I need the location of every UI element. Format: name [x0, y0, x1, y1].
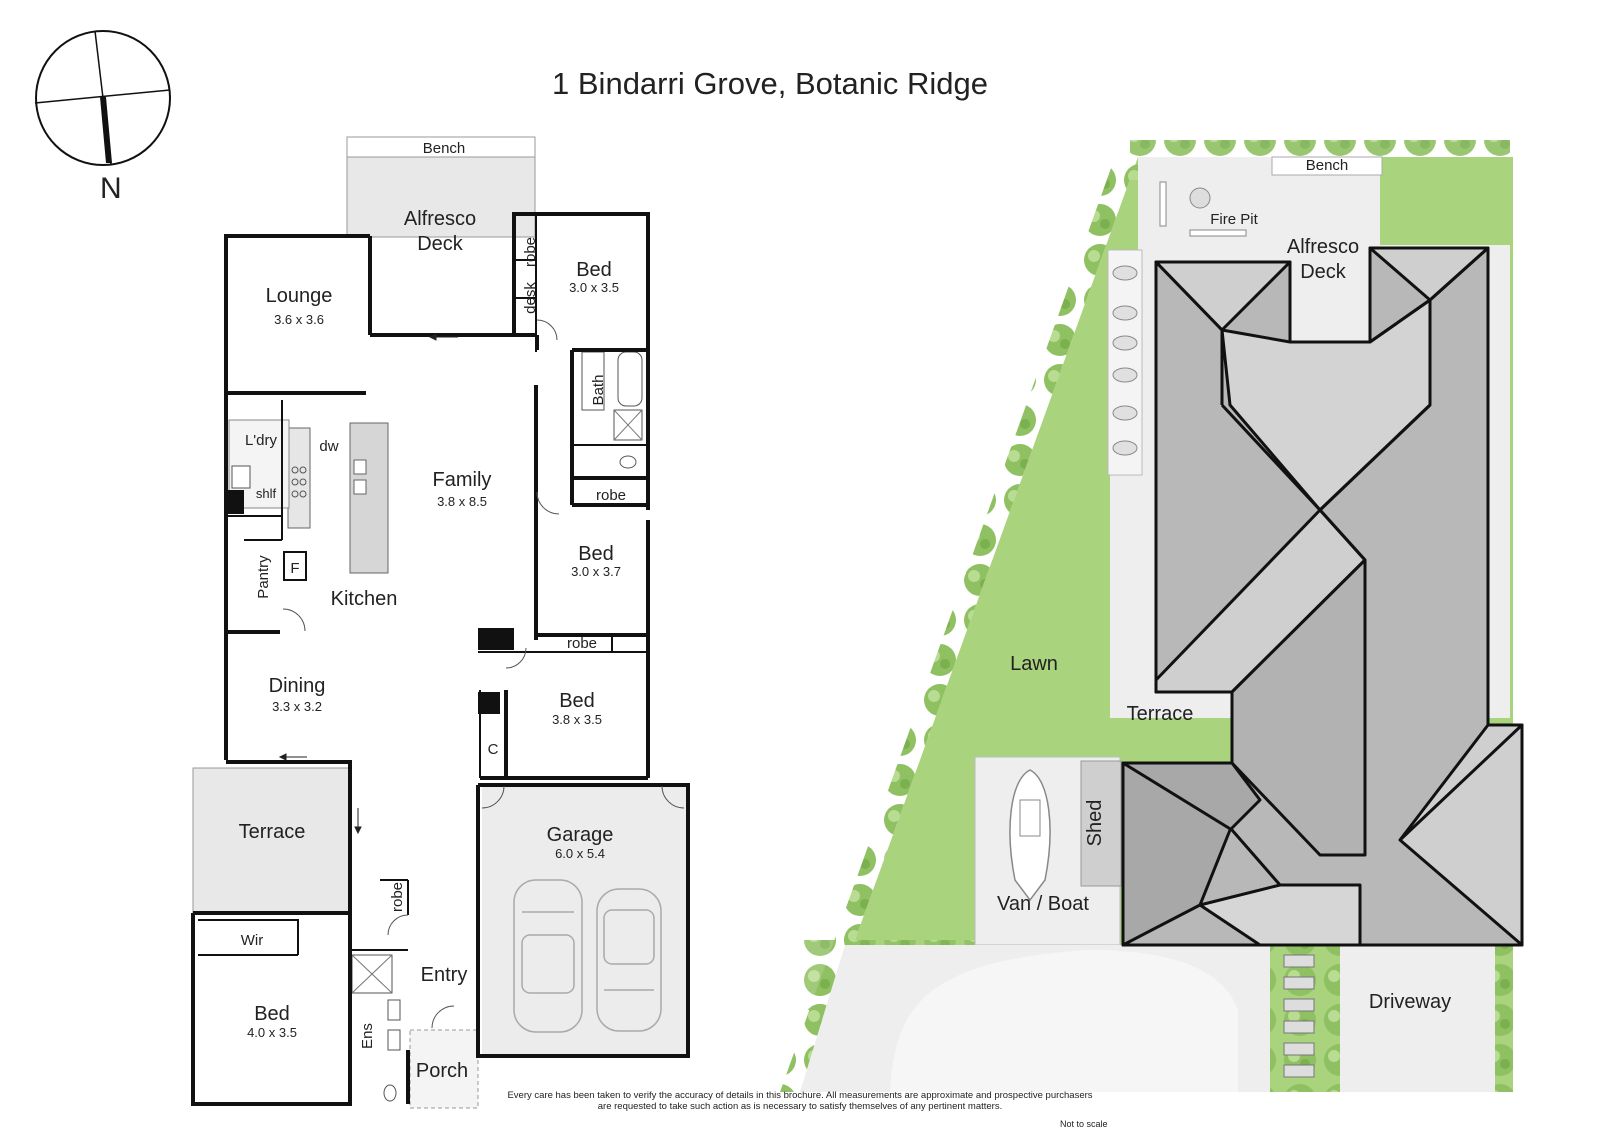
site-terrace-label: Terrace — [1127, 703, 1194, 725]
dining-label: Dining — [269, 675, 326, 697]
family-label: Family — [433, 469, 492, 491]
driveway-area — [1340, 930, 1495, 1092]
fire-pit-bench — [1159, 181, 1167, 227]
garage-label: Garage — [547, 824, 614, 846]
side-garden — [1495, 930, 1513, 1092]
paver-steps — [1283, 954, 1315, 1078]
bed1-size: 3.0 x 3.5 — [569, 280, 619, 295]
wall-block — [478, 692, 500, 714]
bed3-label: Bed — [559, 690, 595, 712]
bed4-size: 4.0 x 3.5 — [247, 1025, 297, 1040]
disclaimer-line-2: are requested to take such action as is … — [597, 1101, 1003, 1112]
walls — [191, 212, 690, 1106]
roof — [1121, 246, 1524, 947]
lawn-label: Lawn — [1010, 653, 1058, 675]
dishwasher-label: dw — [319, 438, 338, 455]
fp-terrace-label: Terrace — [239, 821, 306, 843]
pantry-label: Pantry — [255, 555, 272, 599]
fire-pit-seat — [1189, 229, 1247, 237]
floor-plan: Bench Alfresco Deck Lounge 3.6 x 3.6 Bed… — [191, 136, 690, 1109]
shed-label: Shed — [1084, 800, 1106, 847]
door-swings — [282, 319, 685, 1029]
dining-size: 3.3 x 3.2 — [272, 699, 322, 714]
car-1 — [513, 879, 583, 1033]
robe4-label: robe — [389, 882, 406, 912]
robe3-label: robe — [567, 635, 597, 652]
robe-label: robe — [522, 237, 539, 267]
not-to-scale-note: Not to scale — [1060, 1119, 1108, 1129]
tree-border-left — [780, 157, 1138, 1092]
fire-pit-label: Fire Pit — [1210, 211, 1258, 228]
fp-deck-label: Deck — [417, 233, 464, 255]
site-bench-label: Bench — [1306, 157, 1349, 174]
sliding-door-arrows — [278, 333, 458, 835]
disclaimer: Every care has been taken to verify the … — [440, 1090, 1160, 1112]
fridge-label: F — [290, 560, 299, 577]
bath-label: Bath — [590, 375, 607, 406]
bed4-label: Bed — [254, 1003, 290, 1025]
wall-block — [228, 490, 244, 514]
fp-alfresco-label: Alfresco — [404, 208, 476, 230]
cooktop-bench — [287, 427, 311, 529]
laundry-label: L'dry — [245, 432, 278, 449]
kitchen-label: Kitchen — [331, 588, 398, 610]
bed2-size: 3.0 x 3.7 — [571, 564, 621, 579]
entry-label: Entry — [421, 964, 468, 986]
stepping-stones — [1112, 265, 1138, 456]
shed — [1080, 760, 1122, 887]
car-2 — [596, 888, 662, 1032]
front-path — [890, 950, 1238, 1092]
van-boat-label: Van / Boat — [997, 893, 1089, 915]
stepping-strip — [1107, 249, 1143, 476]
porch-area — [409, 1029, 479, 1109]
porch-label: Porch — [416, 1060, 468, 1082]
bed1-label: Bed — [576, 259, 612, 281]
page-title: 1 Bindarri Grove, Botanic Ridge — [552, 66, 988, 101]
driveway-label: Driveway — [1369, 991, 1451, 1013]
bed2-label: Bed — [578, 543, 614, 565]
kitchen-island — [349, 422, 389, 574]
lounge-label: Lounge — [266, 285, 333, 307]
boat — [1009, 769, 1051, 902]
fridge-space — [283, 551, 307, 581]
compass: N — [34, 30, 171, 205]
cupboard-label: C — [488, 741, 499, 758]
bench-area — [346, 136, 536, 158]
garage-size: 6.0 x 5.4 — [555, 846, 605, 861]
wir-label: Wir — [241, 932, 264, 949]
lounge-size: 3.6 x 3.6 — [274, 312, 324, 327]
fp-bench-label: Bench — [423, 140, 466, 157]
disclaimer-line-1: Every care has been taken to verify the … — [507, 1090, 1093, 1101]
robe2-label: robe — [596, 487, 626, 504]
family-size: 3.8 x 8.5 — [437, 494, 487, 509]
north-label: N — [100, 172, 122, 205]
shelf-label: shlf — [256, 486, 277, 501]
site-alfresco-label: Alfresco — [1287, 236, 1359, 258]
fire-pit — [1189, 187, 1211, 209]
desk-label: desk — [522, 282, 539, 314]
wall-block — [478, 628, 514, 650]
ensuite-label: Ens — [359, 1023, 376, 1049]
bed3-size: 3.8 x 3.5 — [552, 712, 602, 727]
bathtub — [617, 351, 643, 407]
lawn-corner — [1380, 157, 1510, 245]
site-deck-label: Deck — [1300, 261, 1347, 283]
site-bench — [1271, 156, 1383, 176]
site-plan: Bench Fire Pit Alfresco Deck Lawn Terrac… — [780, 140, 1524, 1092]
